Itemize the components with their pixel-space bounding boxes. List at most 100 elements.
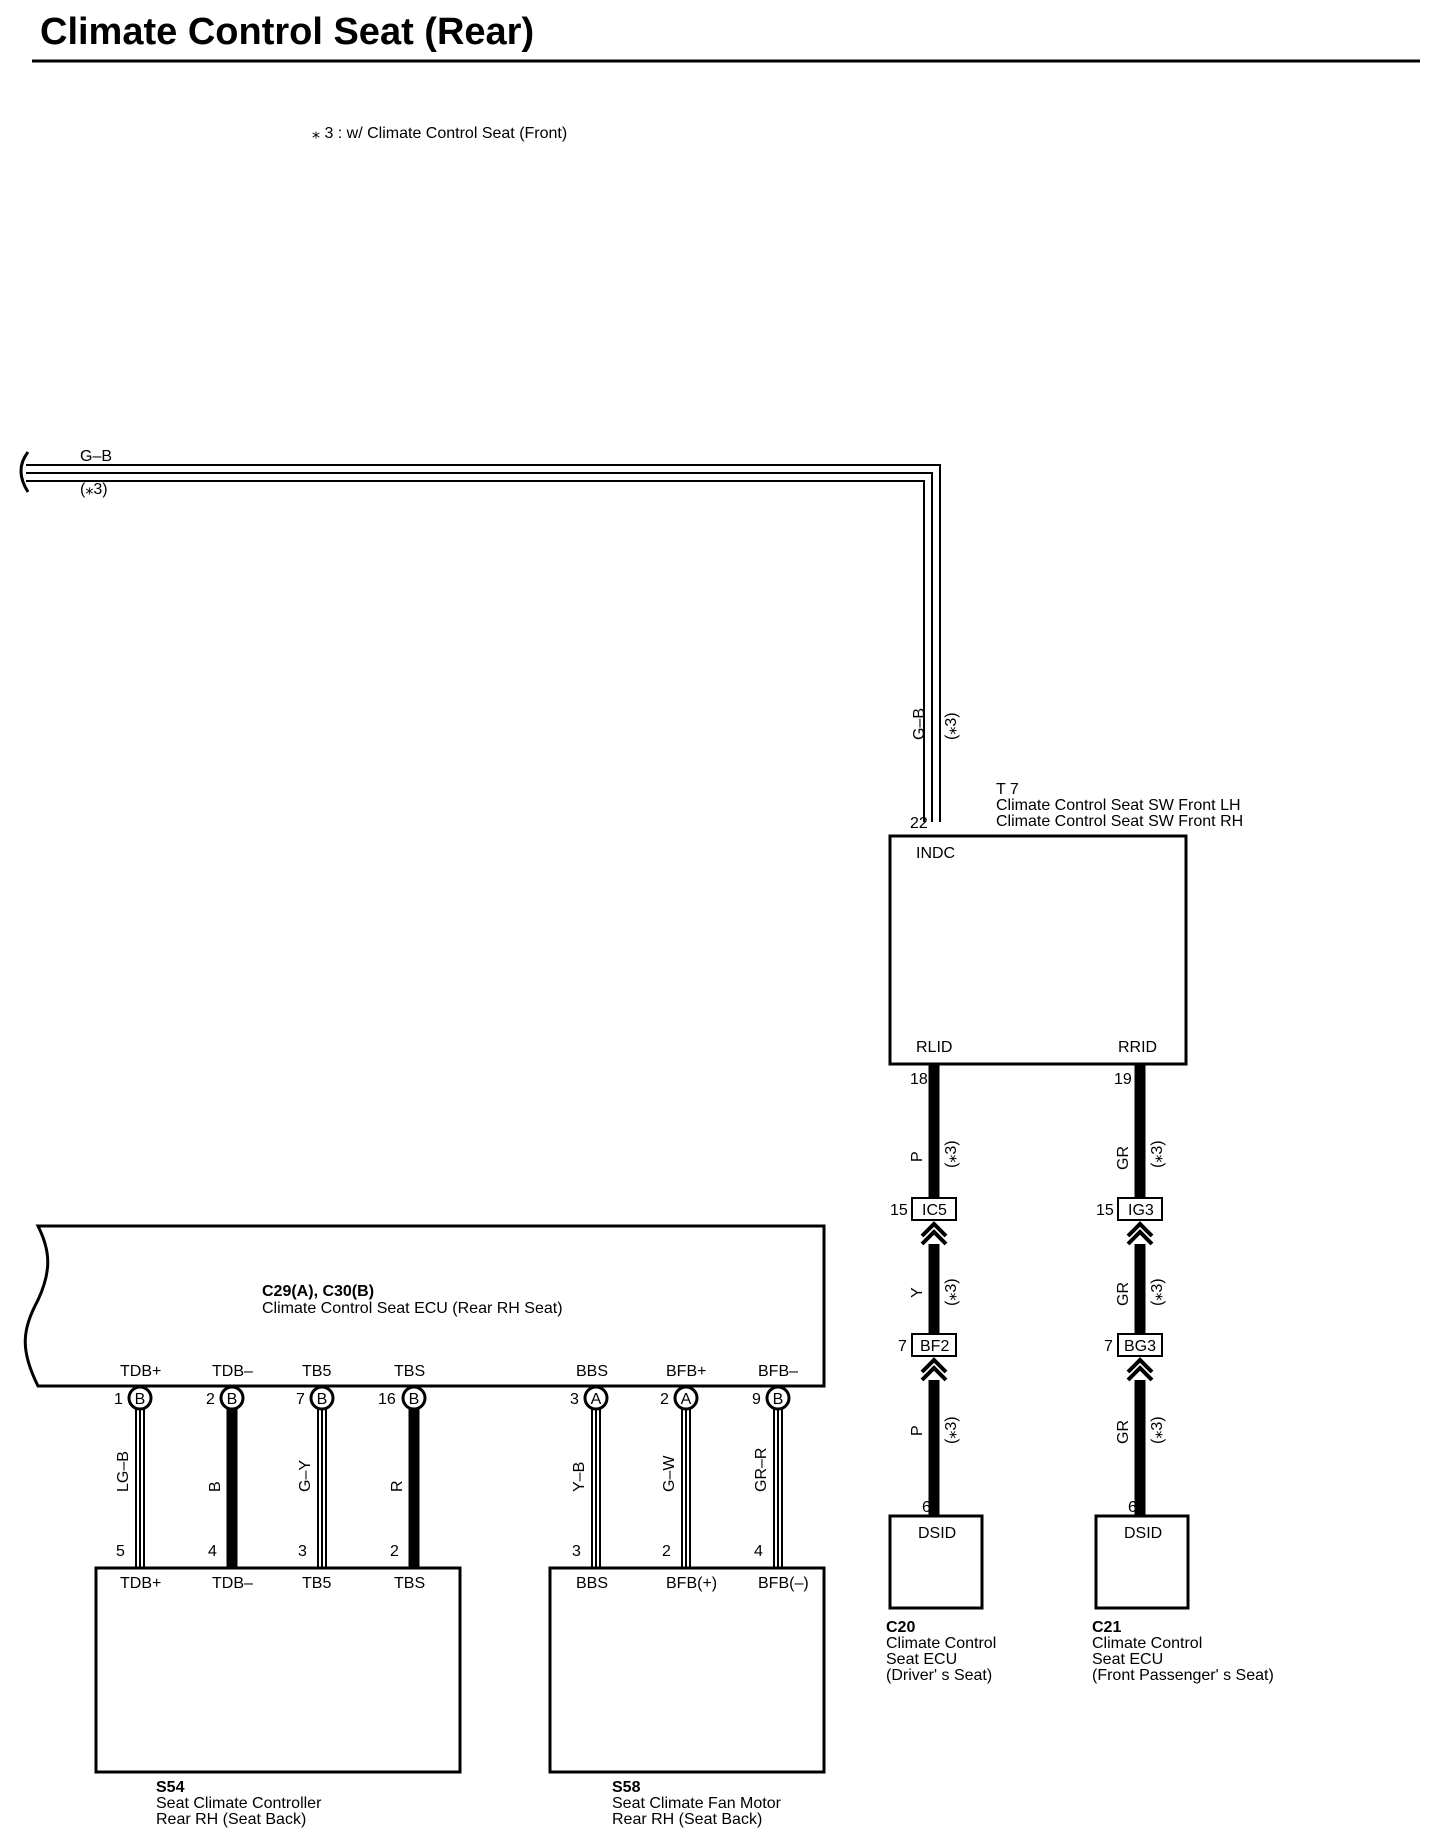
ecu-pin-7-connector-letter: B xyxy=(773,1391,784,1408)
ecu-pin-5-dest-label: BBS xyxy=(576,1575,608,1592)
right-wire2-color: GR xyxy=(1115,1282,1132,1306)
s54-name-1: Seat Climate Controller xyxy=(156,1795,322,1812)
ecu-pin-5-label: BBS xyxy=(576,1363,608,1380)
ecu-pin-5-number: 3 xyxy=(570,1391,579,1408)
ecu-pin-6-connector xyxy=(673,1385,699,1411)
ecu-pin-1-connector xyxy=(127,1385,153,1411)
s54-controller-box xyxy=(94,1566,462,1774)
ecu-pin-2-label: TDB– xyxy=(212,1363,253,1380)
t7-code: T 7 xyxy=(996,781,1019,798)
connector-bg3-pin: 7 xyxy=(1104,1338,1113,1355)
ecu-pin-5-connector-letter: A xyxy=(591,1391,602,1408)
condition-note: ⁎ 3 : w/ Climate Control Seat (Front) xyxy=(312,125,567,142)
ecu-pin-7-number: 9 xyxy=(752,1391,761,1408)
left-wire1-condition: (⁎3) xyxy=(943,1140,960,1168)
ecu-pin-4-dest-pin: 2 xyxy=(390,1543,399,1560)
ecu-pin-7-connector xyxy=(765,1385,791,1411)
right-wire1-condition: (⁎3) xyxy=(1149,1140,1166,1168)
connector-bf2-pin: 7 xyxy=(898,1338,907,1355)
left-wire2-condition: (⁎3) xyxy=(943,1278,960,1306)
ecu-pin-3-connector-letter: B xyxy=(317,1391,328,1408)
right-branch: GR (⁎3) IG3 15 GR (⁎3) BG3 7 GR (⁎3) xyxy=(1096,1064,1166,1516)
wire-break-symbol xyxy=(19,451,30,493)
ecu-pin-3-dest-pin: 3 xyxy=(298,1543,307,1560)
ecu-pin-4-label: TBS xyxy=(394,1363,425,1380)
ecu-pin-7-wire-color: GR–R xyxy=(753,1448,770,1492)
s54-code: S54 xyxy=(156,1779,185,1796)
c21-name-2: Seat ECU xyxy=(1092,1651,1163,1668)
ecu-pin-3-connector xyxy=(309,1385,335,1411)
s58-code: S58 xyxy=(612,1779,641,1796)
left-branch: P (⁎3) IC5 15 Y (⁎3) BF2 7 P (⁎3) xyxy=(890,1064,960,1516)
c20-name-1: Climate Control xyxy=(886,1635,996,1652)
s54-name-2: Rear RH (Seat Back) xyxy=(156,1811,306,1828)
c21-code: C21 xyxy=(1092,1619,1121,1636)
ecu-pin-7-dest-pin: 4 xyxy=(754,1543,763,1560)
ecu-pin-6-connector-letter: A xyxy=(681,1391,692,1408)
ecu-pin-5-dest-pin: 3 xyxy=(572,1543,581,1560)
t7-in-wire-condition: (⁎3) xyxy=(943,712,960,740)
c20-name-3: (Driver' s Seat) xyxy=(886,1667,992,1684)
s58-fan-motor-box xyxy=(548,1566,826,1774)
ecu-pin-4-connector xyxy=(401,1385,427,1411)
ecu-pin-1-label: TDB+ xyxy=(120,1363,161,1380)
ecu-pin-2-number: 2 xyxy=(206,1391,215,1408)
chevron-up-icon xyxy=(920,1357,948,1382)
rear-seat-ecu-box xyxy=(23,1224,826,1388)
connector-bg3-label: BG3 xyxy=(1124,1338,1156,1355)
connector-ic5 xyxy=(911,1197,957,1221)
chevron-up-icon xyxy=(1126,1357,1154,1382)
t7-name-lh: Climate Control Seat SW Front LH xyxy=(996,797,1241,814)
ecu-pin-3-label: TB5 xyxy=(302,1363,331,1380)
s58-name-1: Seat Climate Fan Motor xyxy=(612,1795,782,1812)
ecu-pin-3-wire-color: G–Y xyxy=(297,1460,314,1492)
c21-pin-label: DSID xyxy=(1124,1525,1162,1542)
right-wire2-condition: (⁎3) xyxy=(1149,1278,1166,1306)
t7-switch-box xyxy=(888,834,1188,1066)
c20-ecu-box xyxy=(888,1514,984,1610)
ecu-pin-2-dest-label: TDB– xyxy=(212,1575,253,1592)
top-wire-color: G–B xyxy=(80,448,112,465)
ecu-pin-6-label: BFB+ xyxy=(666,1363,706,1380)
connector-bf2-label: BF2 xyxy=(920,1338,949,1355)
connector-ic5-label: IC5 xyxy=(922,1202,947,1219)
left-wire1-color: P xyxy=(909,1151,926,1162)
ecu-pin-1-connector-letter: B xyxy=(135,1391,146,1408)
ecu-pin-4-connector-letter: B xyxy=(409,1391,420,1408)
ecu-pin-6-number: 2 xyxy=(660,1391,669,1408)
c21-ecu-box xyxy=(1094,1514,1190,1610)
ecu-pin-5-wire-color: Y–B xyxy=(571,1462,588,1492)
chevron-up-icon xyxy=(920,1221,948,1246)
c20-pin: 6 xyxy=(922,1499,931,1516)
top-wire-condition: (⁎3) xyxy=(80,481,108,498)
connector-ic5-pin: 15 xyxy=(890,1202,908,1219)
c21-name-1: Climate Control xyxy=(1092,1635,1202,1652)
ecu-pin-7-dest-label: BFB(–) xyxy=(758,1575,809,1592)
ecu-pin-5-connector xyxy=(583,1385,609,1411)
s58-name-2: Rear RH (Seat Back) xyxy=(612,1811,762,1828)
right-wire3-color: GR xyxy=(1115,1420,1132,1444)
t7-pin-rlid: 18 xyxy=(910,1071,928,1088)
connector-ig3 xyxy=(1117,1197,1163,1221)
c20-code: C20 xyxy=(886,1619,915,1636)
left-wire2-color: Y xyxy=(909,1287,926,1298)
left-wire3-condition: (⁎3) xyxy=(943,1416,960,1444)
ecu-pin-2-wire-color: B xyxy=(207,1481,224,1492)
t7-pin-rrid: 19 xyxy=(1114,1071,1132,1088)
t7-name-rh: Climate Control Seat SW Front RH xyxy=(996,813,1243,830)
ecu-pin-1-number: 1 xyxy=(114,1391,123,1408)
ecu-pin-1-wire-color: LG–B xyxy=(115,1451,132,1492)
t7-label-rrid: RRID xyxy=(1118,1039,1157,1056)
ecu-pin-4-dest-label: TBS xyxy=(394,1575,425,1592)
left-wire3-color: P xyxy=(909,1425,926,1436)
c20-name-2: Seat ECU xyxy=(886,1651,957,1668)
right-wire1-color: GR xyxy=(1115,1146,1132,1170)
ecu-pin-6-dest-label: BFB(+) xyxy=(666,1575,717,1592)
ecu-pin-6-dest-pin: 2 xyxy=(662,1543,671,1560)
ecu-pin-2-dest-pin: 4 xyxy=(208,1543,217,1560)
ecu-pin-4-number: 16 xyxy=(378,1391,396,1408)
connector-ig3-pin: 15 xyxy=(1096,1202,1114,1219)
right-wire3-condition: (⁎3) xyxy=(1149,1416,1166,1444)
